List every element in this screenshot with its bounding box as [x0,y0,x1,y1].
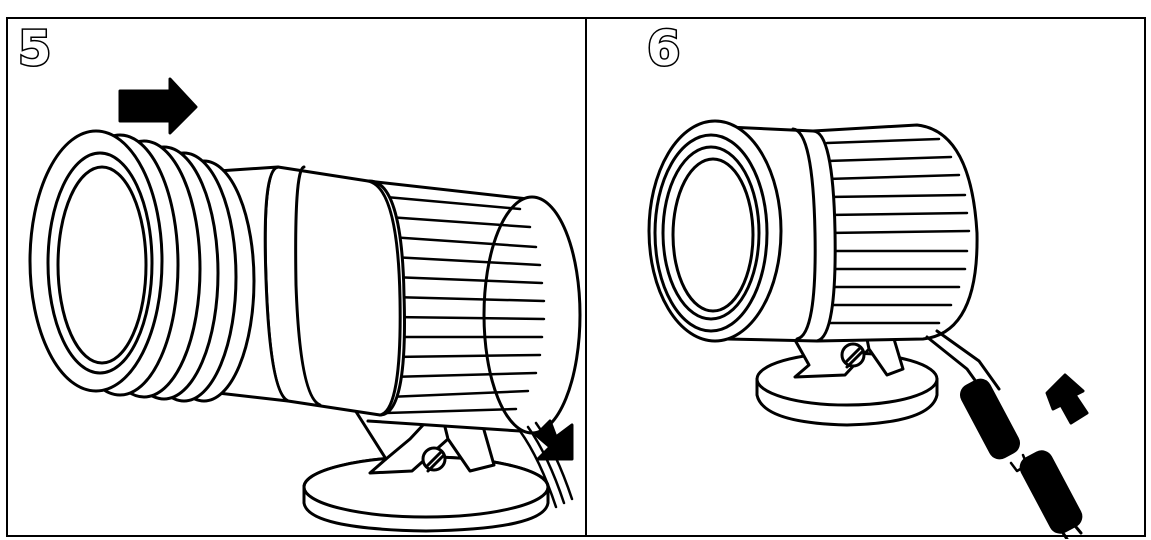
step-number: 6 [645,21,681,77]
lens-ring [649,121,781,341]
heat-shrink-sleeve-icon [1018,448,1085,535]
threaded-lens-ring [30,131,254,401]
push-arrow-icon [120,79,196,133]
step-panel-5: 5 [8,19,587,535]
rear-housing [813,125,977,341]
base-plate [757,353,937,425]
power-cable [927,331,1084,539]
heat-shrink-sleeve-icon [958,377,1022,462]
spotlight-unscrew-illustration [8,19,587,539]
step-panel-6: 6 [587,19,1144,535]
spotlight-wiring-illustration [587,19,1144,539]
middle-collar [265,167,404,415]
instruction-frame: 5 [6,17,1146,537]
pull-arrow-icon [536,421,572,459]
step-number: 5 [16,21,52,77]
rear-housing [368,181,580,433]
push-up-arrow-icon [1047,375,1087,423]
